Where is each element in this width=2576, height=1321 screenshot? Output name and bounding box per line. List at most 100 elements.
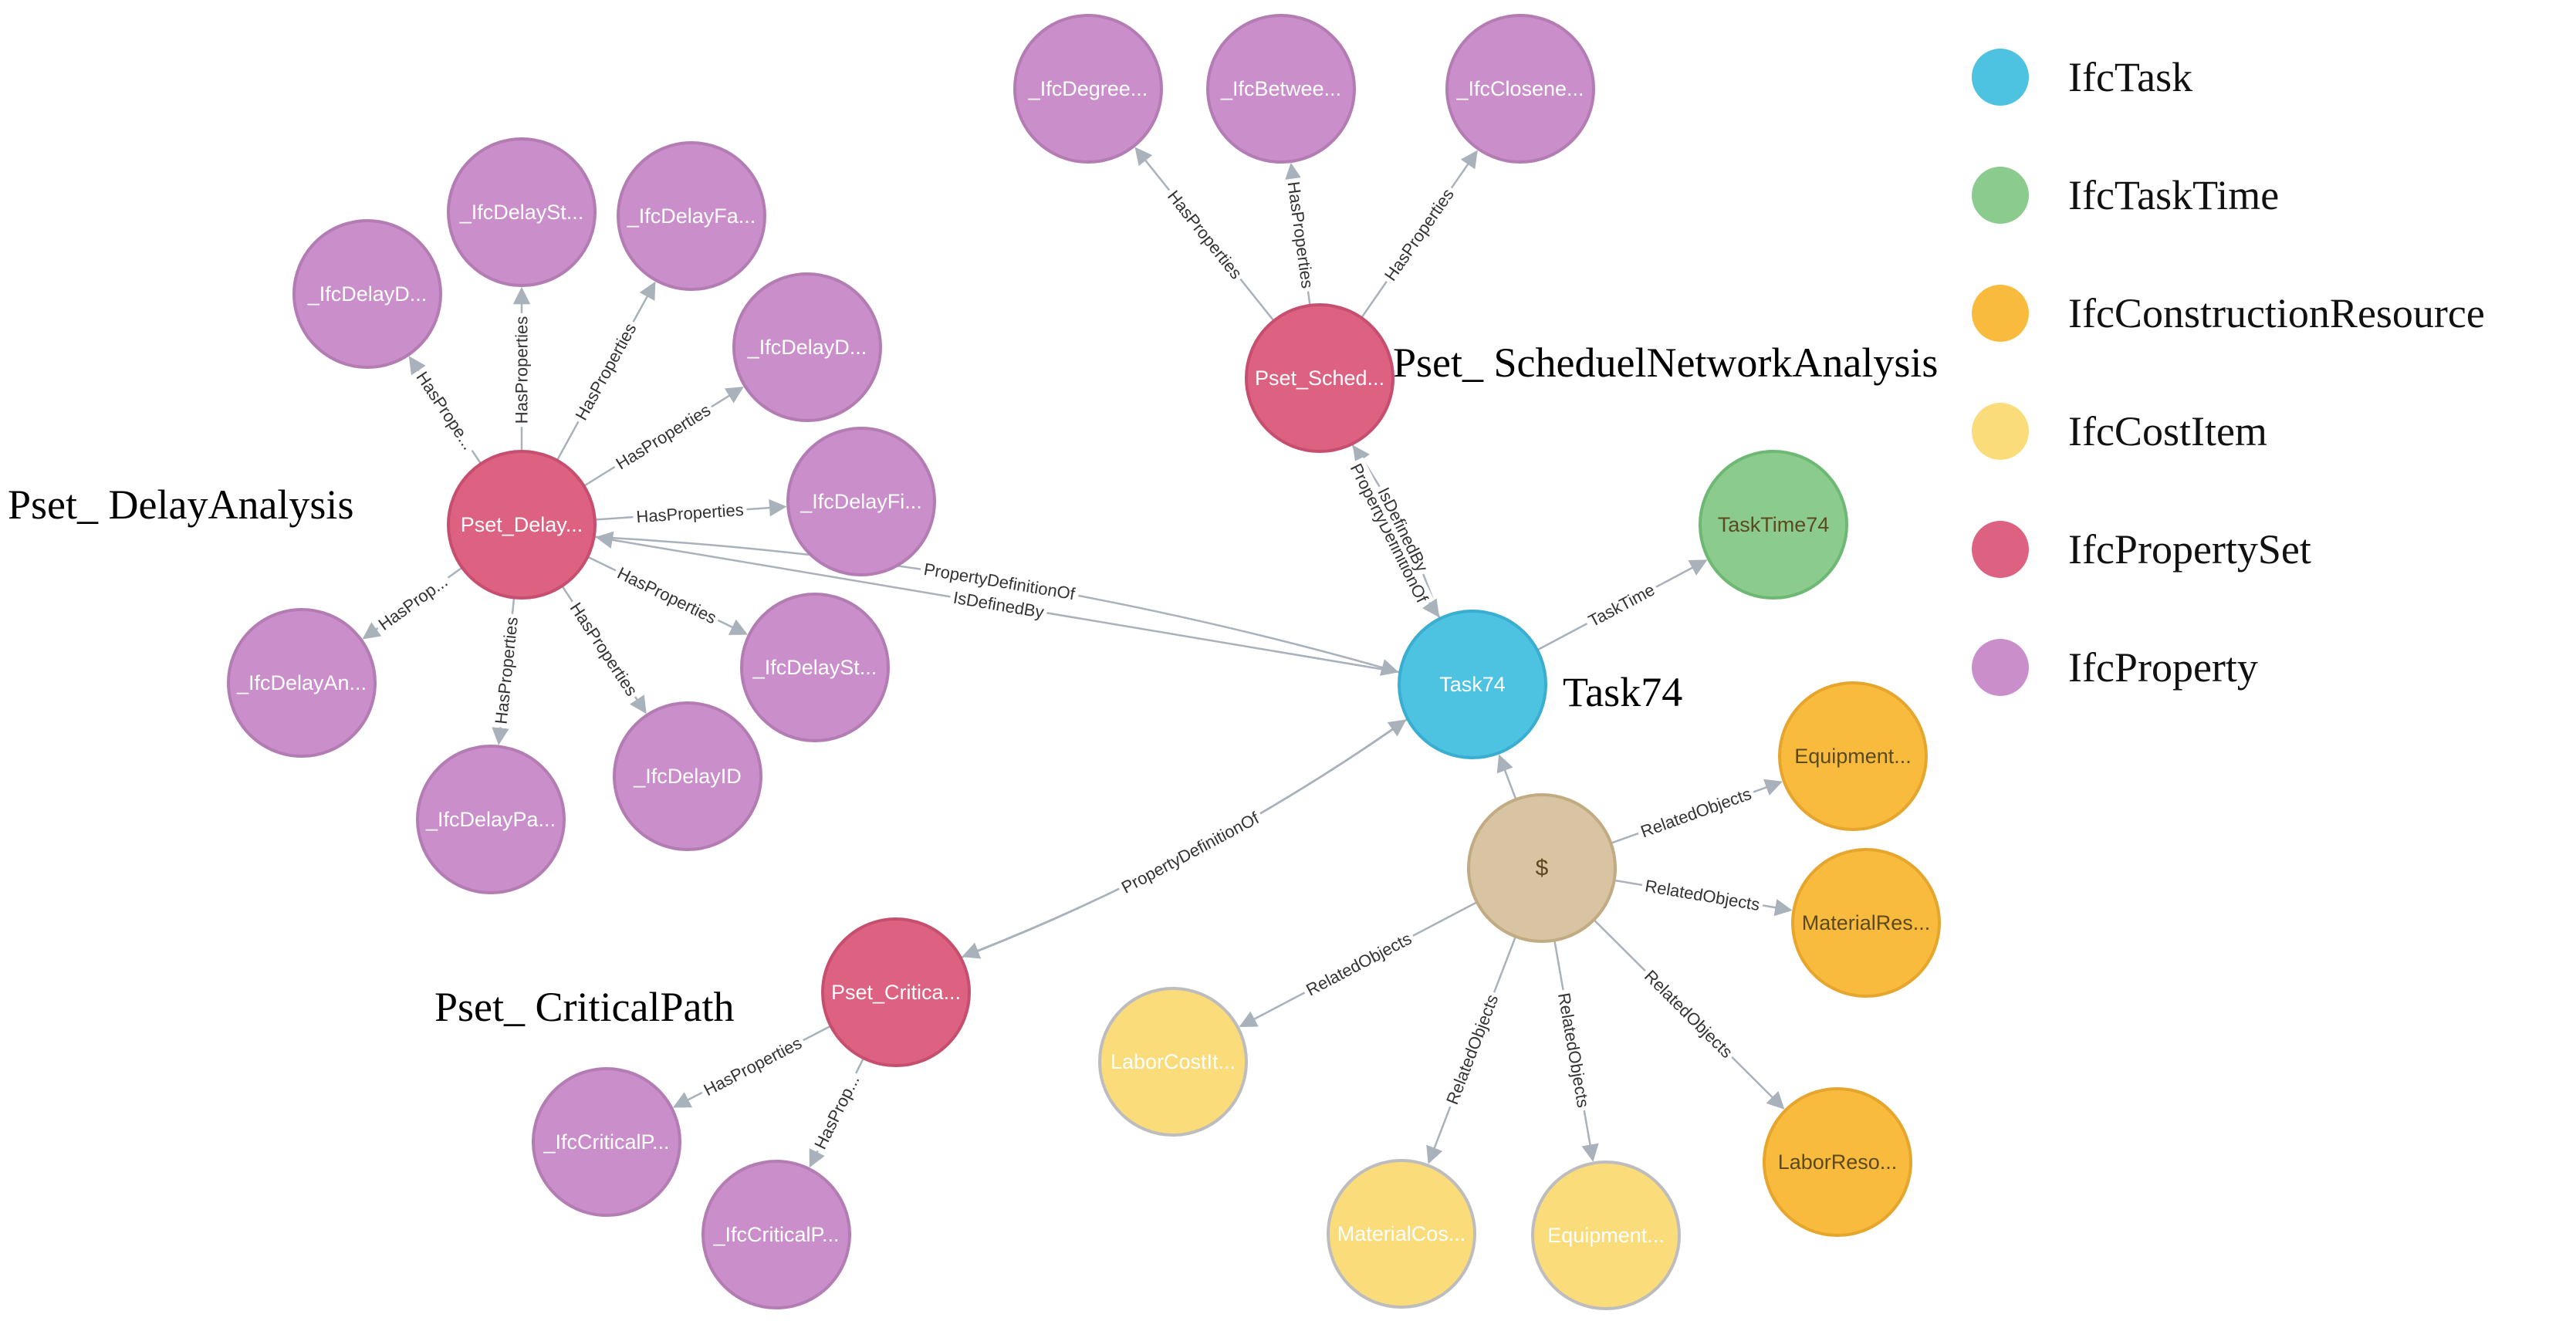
node-cost[interactable]: $ [1467, 793, 1617, 943]
legend-label: IfcProperty [2068, 644, 2258, 691]
edge-label-pset_sched-to-p_closene: HasProperties [1378, 181, 1460, 288]
node-p_delayst2[interactable]: _IfcDelaySt... [740, 593, 890, 742]
edge-label-text: HasPrope... [412, 368, 478, 453]
node-circle[interactable] [786, 427, 936, 576]
edge-label-pset_delay-to-p_delayan: HasProp... [371, 569, 455, 637]
edge-label-text: RelatedObjects [1641, 966, 1736, 1062]
node-pset_delay[interactable]: Pset_Delay... [447, 450, 597, 600]
node-c_equipment[interactable]: Equipment... [1531, 1161, 1681, 1310]
node-p_delayst1[interactable]: _IfcDelaySt... [447, 137, 597, 287]
node-circle[interactable] [292, 219, 442, 369]
node-r_labor[interactable]: LaborReso... [1763, 1087, 1912, 1237]
node-r_material[interactable]: MaterialRes... [1791, 848, 1941, 998]
edge-label-cost-to-c_materialcost: RelatedObjects [1440, 988, 1504, 1110]
edge-label-background [1378, 181, 1460, 288]
edge-label-background [1371, 481, 1435, 578]
node-label: _IfcCriticalP... [712, 1223, 839, 1246]
node-circle[interactable] [532, 1067, 681, 1217]
node-circle[interactable] [1699, 450, 1848, 600]
node-p_delayfi[interactable]: _IfcDelayFi... [786, 427, 936, 576]
node-circle[interactable] [701, 1160, 851, 1309]
node-pset_crit[interactable]: Pset_Critica... [821, 917, 971, 1067]
edge-label-text: HasProperties [614, 563, 719, 627]
node-circle[interactable] [1327, 1159, 1476, 1309]
node-circle[interactable] [617, 141, 766, 291]
node-task74[interactable]: Task74 [1398, 610, 1547, 759]
node-p_critp1[interactable]: _IfcCriticalP... [532, 1067, 681, 1217]
edge-label-text: RelatedObjects [1644, 876, 1761, 914]
annotation-critical-path: Pset_ CriticalPath [434, 984, 734, 1030]
node-circle[interactable] [1098, 987, 1248, 1137]
node-label: _IfcDelayPa... [425, 808, 556, 831]
node-circle[interactable] [1445, 14, 1595, 164]
legend-swatch [1972, 521, 2029, 578]
node-p_delayfa[interactable]: _IfcDelayFa... [617, 141, 766, 291]
edge-label-background [1638, 963, 1739, 1065]
node-p_delaypa[interactable]: _IfcDelayPa... [416, 745, 566, 894]
node-circle[interactable] [227, 608, 377, 758]
node-circle[interactable] [1791, 848, 1941, 998]
legend-item-ifccostitem: IfcCostItem [1972, 403, 2267, 460]
node-r_equipment[interactable]: Equipment... [1778, 681, 1928, 831]
node-circle[interactable] [821, 917, 971, 1067]
edge-label-text: HasProp... [810, 1072, 863, 1152]
node-label: LaborCostIt... [1111, 1050, 1236, 1073]
edge-label-cost-to-r_equipment: RelatedObjects [1635, 782, 1757, 843]
edge-label-pset_delay-to-p_delayid: HasProperties [563, 596, 644, 703]
node-p_delayid[interactable]: _IfcDelayID [613, 701, 762, 851]
node-label: _IfcDelayFi... [800, 490, 922, 513]
node-circle[interactable] [732, 272, 882, 422]
edge-label-background [1440, 988, 1504, 1110]
node-p_delayd1[interactable]: _IfcDelayD... [292, 219, 442, 369]
node-circle[interactable] [1206, 14, 1356, 164]
edge-label-background [632, 498, 748, 528]
node-tasktime74[interactable]: TaskTime74 [1699, 450, 1848, 600]
annotation-delay-analysis: Pset_ DelayAnalysis [8, 481, 353, 528]
node-circle[interactable] [740, 593, 890, 742]
node-circle[interactable] [416, 745, 566, 894]
edge-label-background [1300, 926, 1418, 1002]
node-circle[interactable] [1467, 793, 1617, 943]
edge-label-background [569, 316, 643, 427]
node-circle[interactable] [1531, 1161, 1681, 1310]
edge-label-background [919, 558, 1080, 606]
node-p_delayd2[interactable]: _IfcDelayD... [732, 272, 882, 422]
edge-label-background [371, 569, 455, 637]
node-p_delayan[interactable]: _IfcDelayAn... [227, 608, 377, 758]
edge-label-background [563, 596, 644, 703]
node-label: _IfcBetwee... [1220, 77, 1341, 100]
node-circle[interactable] [1763, 1087, 1912, 1237]
edge-label-pset_delay-to-p_delayst1: HasProperties [511, 313, 532, 427]
edge-label-text: HasProperties [1381, 185, 1458, 285]
edge-label-background [1635, 782, 1757, 843]
legend: IfcTaskIfcTaskTimeIfcConstructionResourc… [1972, 49, 2485, 696]
node-p_betwee[interactable]: _IfcBetwee... [1206, 14, 1356, 164]
node-p_closene[interactable]: _IfcClosene... [1445, 14, 1595, 164]
node-label: MaterialCos... [1337, 1222, 1466, 1245]
node-p_critp2[interactable]: _IfcCriticalP... [701, 1160, 851, 1309]
edge-label-task74-to-tasktime74: TaskTime [1582, 577, 1662, 633]
edge-label-background [511, 313, 532, 427]
legend-label: IfcPropertySet [2068, 526, 2311, 573]
edge-label-background [1344, 457, 1435, 610]
edge-label-pset_crit-to-p_critp2: HasProp... [808, 1069, 866, 1156]
legend-label: IfcTask [2068, 54, 2192, 100]
node-circle[interactable] [1013, 14, 1163, 164]
legend-item-ifcpropertyset: IfcPropertySet [1972, 521, 2311, 578]
node-pset_sched[interactable]: Pset_Sched... [1245, 303, 1394, 453]
legend-label: IfcCostItem [2068, 408, 2267, 454]
node-circle[interactable] [447, 137, 597, 287]
node-circle[interactable] [1398, 610, 1547, 759]
edge-task74-to-pset_crit [962, 718, 1408, 959]
node-circle[interactable] [613, 701, 762, 851]
edge-label-text: RelatedObjects [1554, 992, 1593, 1109]
node-circle[interactable] [447, 450, 597, 600]
edge-label-background [410, 365, 481, 457]
node-p_degree[interactable]: _IfcDegree... [1013, 14, 1163, 164]
edge-label-text: RelatedObjects [1638, 784, 1754, 841]
node-label: Pset_Sched... [1255, 367, 1384, 390]
node-circle[interactable] [1245, 303, 1394, 453]
node-circle[interactable] [1778, 681, 1928, 831]
node-c_materialcost[interactable]: MaterialCos... [1327, 1159, 1476, 1309]
node-c_laborcost[interactable]: LaborCostIt... [1098, 987, 1248, 1137]
